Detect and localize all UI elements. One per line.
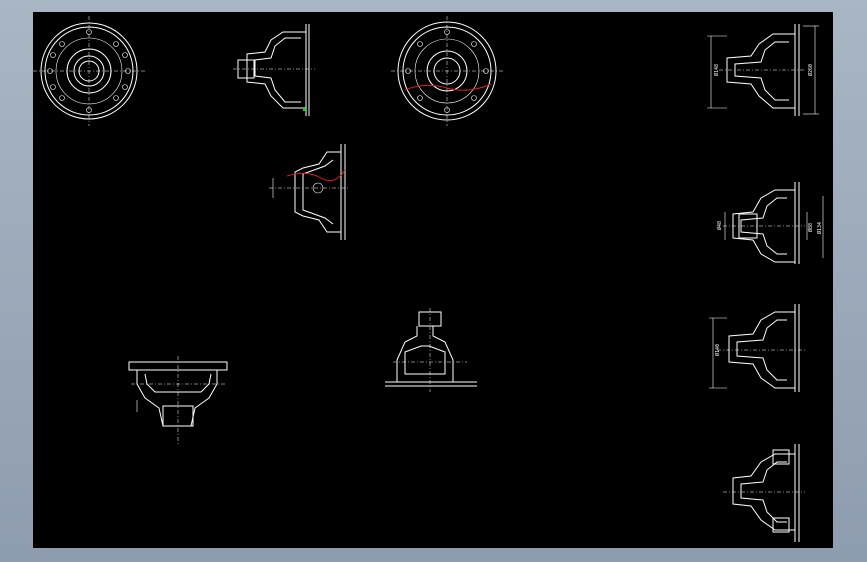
dim-mid-mid-right: Ø88 bbox=[807, 223, 814, 232]
flange-plan-view-center bbox=[391, 16, 503, 126]
dim-left-lower-right: Ø140 bbox=[714, 344, 721, 356]
dim-left-mid-right: Ø48 bbox=[716, 221, 723, 230]
housing-section-view-right-1: Ø148 Ø260 bbox=[707, 24, 819, 116]
dim-right-top-right: Ø260 bbox=[807, 64, 814, 76]
housing-section-view-right-2: Ø48 Ø88 Ø134 bbox=[716, 182, 824, 264]
flange-plan-view-left bbox=[33, 16, 145, 126]
housing-section-view-lower-left bbox=[128, 356, 228, 446]
dim-left-top-right: Ø148 bbox=[713, 64, 720, 76]
dim-right-mid-right: Ø134 bbox=[816, 222, 823, 234]
cad-drawing-sheet: Ø148 Ø260 Ø48 Ø88 Ø134 bbox=[33, 16, 824, 542]
housing-section-view-middle bbox=[269, 144, 349, 240]
housing-section-view-center bbox=[385, 308, 477, 392]
cad-drawing-canvas[interactable]: Ø148 Ø260 Ø48 Ø88 Ø134 bbox=[33, 12, 833, 548]
housing-section-view-right-3: Ø140 bbox=[709, 304, 805, 392]
housing-side-view-top bbox=[233, 24, 315, 116]
housing-section-view-right-4 bbox=[723, 444, 805, 542]
